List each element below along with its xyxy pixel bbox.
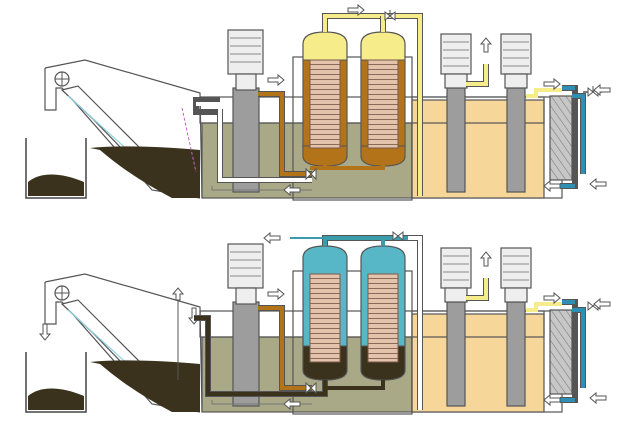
pump-motor-icon <box>500 247 532 407</box>
sludge-layer <box>90 146 200 198</box>
sludge-bin-icon <box>25 138 87 199</box>
heat-exchanger-icon <box>549 85 602 189</box>
pump-motor-icon <box>500 33 532 193</box>
panel-backwash <box>25 230 611 415</box>
flow-arrow-icon <box>263 231 611 411</box>
valve-icon <box>305 167 317 181</box>
pump-motor-icon <box>227 29 264 193</box>
filter-vessel <box>360 31 406 167</box>
filter-vessel <box>302 245 348 381</box>
heat-exchanger-icon <box>549 299 586 403</box>
filter-vessel <box>302 31 348 167</box>
filter-vessel <box>360 245 406 381</box>
level-indicator <box>181 107 197 173</box>
valve-icon <box>305 381 317 395</box>
conveyor-drum-icon <box>54 285 70 301</box>
flow-arrow-icon <box>267 3 611 197</box>
valve-icon <box>392 230 404 242</box>
panel-filtering <box>25 3 611 201</box>
pump-motor-icon <box>227 243 264 407</box>
sludge-bin-icon <box>25 352 87 413</box>
pump-motor-icon <box>440 247 472 407</box>
pump-motor-icon <box>440 33 472 193</box>
flow-arrow-icon <box>38 323 52 341</box>
valve-icon <box>384 10 396 22</box>
conveyor-drum-icon <box>54 71 70 87</box>
